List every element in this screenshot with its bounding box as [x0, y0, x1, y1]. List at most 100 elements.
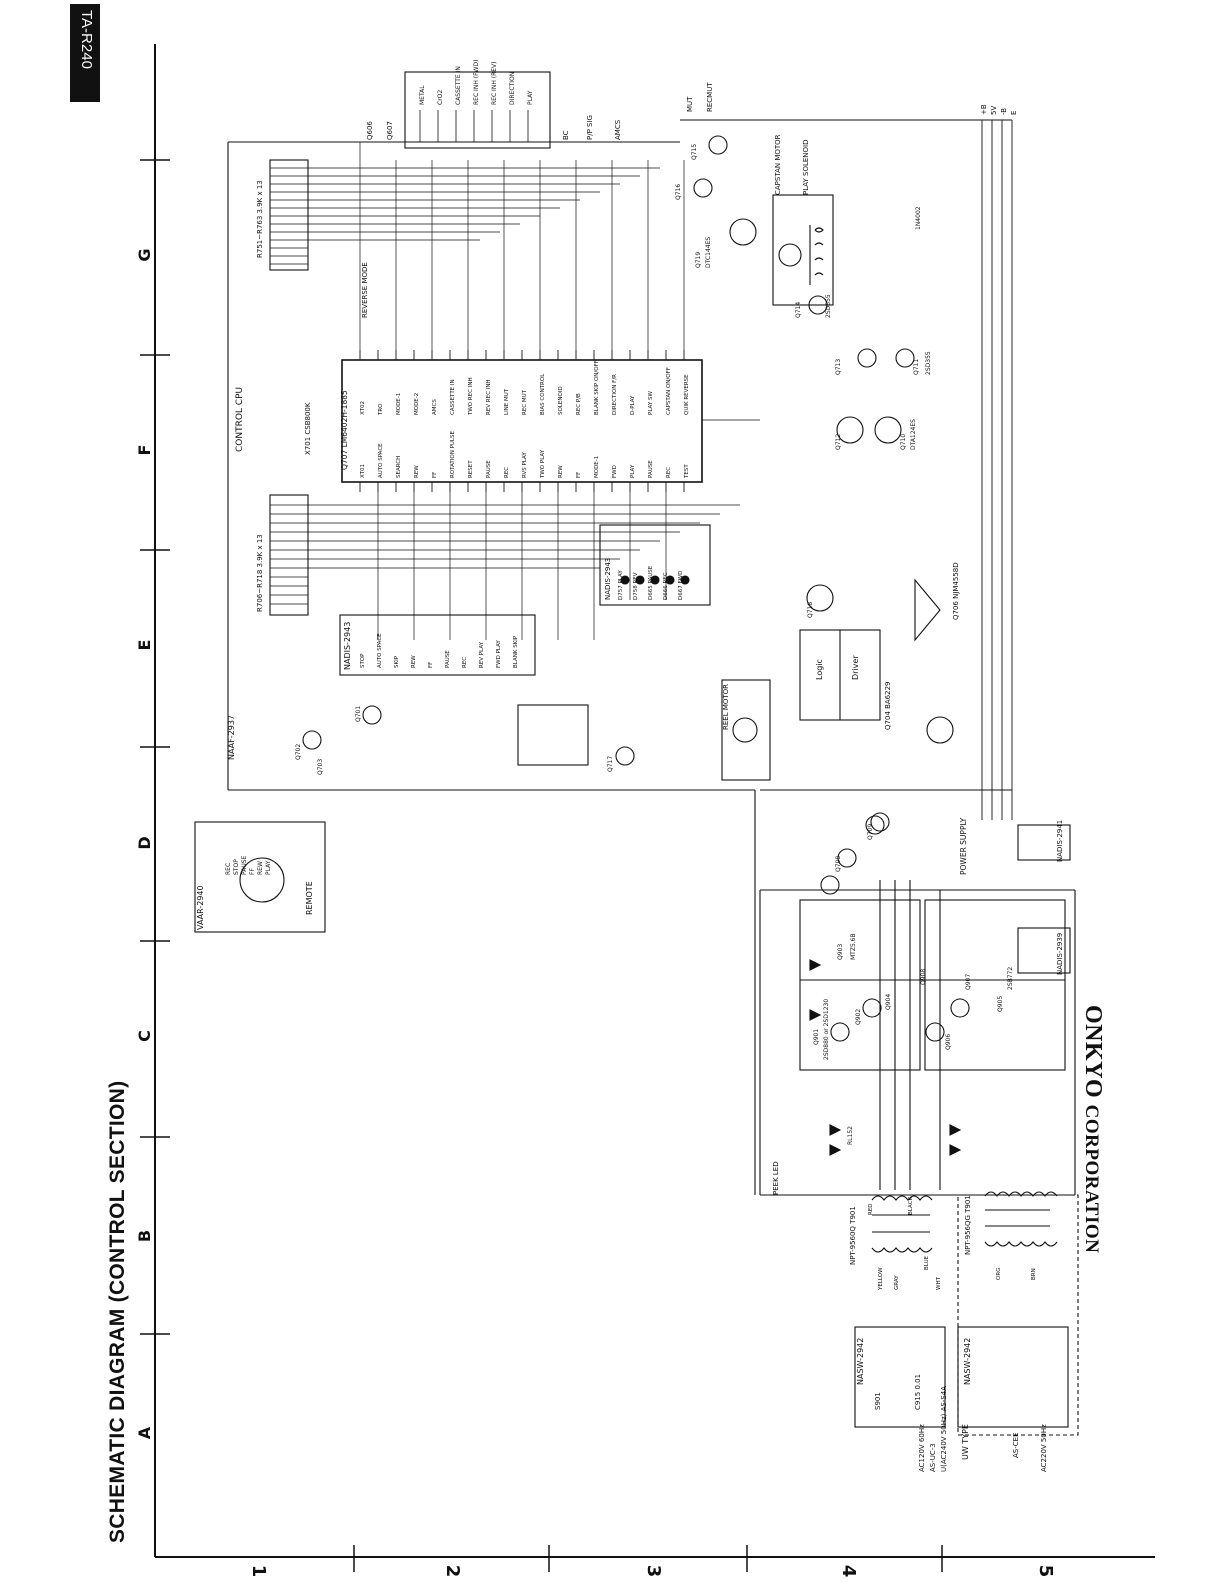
col-label-F: F	[135, 445, 154, 456]
cpu-pin-right: TWO REC INH	[468, 377, 474, 416]
display-key: BLANK SKIP	[513, 635, 519, 668]
transistor-ref: Q906	[945, 1034, 952, 1050]
transistor-ref: Q701	[355, 706, 362, 722]
col-label-A: A	[135, 1426, 154, 1439]
cpu-pin-left: REC	[666, 467, 672, 478]
transistor-ref: Q703	[317, 759, 324, 775]
power-switch-top-label: NASW-2942	[856, 1338, 865, 1385]
display-key: FWD PLAY	[496, 640, 502, 668]
transistor-ref: Q718	[807, 602, 814, 618]
cpu-pin-left: PLAY	[630, 464, 636, 478]
led-labels: D757 PLAY D758 REV D665 PAUSE D666 REC D…	[618, 565, 684, 600]
cpu-pin-right: CAPSTAN ON/OFF	[666, 367, 672, 415]
wire-color: WHT	[936, 1276, 942, 1290]
display-board-right	[599, 524, 711, 606]
uw-type-label: UW TYPE	[961, 1424, 970, 1460]
mech-switch-cro2: CrO2	[437, 90, 444, 105]
transistor-ref: Q713	[835, 359, 842, 375]
resistor-array-bottom	[269, 494, 309, 616]
cpu-pin-right: QUIK REVERSE	[684, 374, 690, 415]
led-label: D758 REV	[633, 572, 639, 600]
cpu-pin-left: ROTATION PULSE	[450, 431, 456, 478]
transformer-bottom-label: NPT-956QG T901	[964, 1195, 972, 1255]
cpu-pin-right: TRO	[378, 403, 384, 416]
display-key: STOP	[360, 653, 366, 668]
mech-switch-rec-rev: REC INH (REV)	[491, 62, 498, 105]
power-switch-board-top	[854, 1326, 946, 1428]
reverse-mode-label: REVERSE MODE	[361, 262, 369, 318]
brand-suffix: CORPORATION	[1081, 1104, 1102, 1254]
driver-label: Driver	[851, 655, 860, 680]
transistor-labels: Q701 Q702 Q703 Q708 Q709 Q710 Q711 Q712 …	[295, 144, 1004, 1050]
transistor-ref: Q903	[837, 944, 844, 960]
cpu-pin-left: PAUSE	[486, 460, 492, 478]
cpu-pin-right: REC MUT	[522, 389, 528, 415]
cpu-pin-left: REC	[504, 467, 510, 478]
cpu-pin-left: MODE-1	[594, 456, 600, 478]
power-supply-label: POWER SUPPLY	[959, 817, 968, 875]
rail-plus-b: +B	[980, 104, 988, 115]
switch-ref-label: S901	[874, 1392, 882, 1410]
display-key: AUTO SPACE	[377, 633, 383, 668]
reel-motor-block	[721, 679, 771, 781]
cpu-pin-right: BLANK SKIP ON/OFF	[594, 360, 600, 415]
cpu-section-label: CONTROL CPU	[235, 387, 245, 452]
power-switch-bottom-label: NASW-2942	[963, 1338, 972, 1385]
lamp-board	[1017, 824, 1071, 861]
control-section	[194, 71, 1013, 1195]
cpu-pin-right: SOLENOID	[558, 386, 564, 415]
display-right-label: NADIS-2943	[604, 558, 612, 600]
cap-ref-label: C915 0.01	[914, 1374, 922, 1410]
cpu-pin-right: BIAS CONTROL	[540, 373, 546, 415]
col-label-E: E	[135, 640, 154, 651]
model-tab: TA-R240	[70, 4, 100, 102]
signal-recmut: RECMUT	[706, 82, 714, 112]
part-type: DTA124ES	[910, 419, 917, 450]
model-number: TA-R240	[78, 10, 95, 69]
transistor-type-labels: 2SD880 or 2SD1230 2SB772 2SD655 2SD355 D…	[705, 206, 1014, 1145]
row-label-2: 2	[442, 1565, 463, 1578]
display-board-left	[339, 614, 536, 676]
mech-switch-direction: DIRECTION	[509, 72, 516, 105]
part-type: 2SD880 or 2SD1230	[823, 999, 830, 1060]
mech-switch-rec-fwd: REC INH (FWD)	[473, 60, 480, 105]
motor-driver-label: Q704 BA6229	[884, 681, 892, 730]
component-labels: CONTROL CPU Q707 LM6402H-1885 X701 CSB80…	[196, 134, 1064, 1472]
cpu-pin-left: TEST	[684, 464, 690, 479]
part-type: RL152	[847, 1126, 854, 1145]
reel-motor-label: REEL MOTOR	[722, 684, 730, 730]
rectifier-diodes	[809, 959, 962, 1156]
row-label-1: 1	[248, 1565, 269, 1578]
resistor-array-top-label: R751~R763 3.9K x 13	[256, 180, 264, 258]
mech-switch-cassette: CASSETTE IN	[455, 66, 462, 105]
control-board-label: NAAF-2937	[227, 715, 236, 760]
grid-ticks-columns	[140, 159, 170, 1335]
cpu-pin-right: AMCS	[432, 399, 438, 415]
display-key-labels: STOP AUTO SPACE SKIP REW FF PAUSE REC RE…	[360, 633, 519, 668]
cpu-pins-bottom	[359, 482, 685, 492]
cpu-pin-right: DIRECTION F/R	[612, 374, 618, 415]
row-label-5: 5	[1035, 1565, 1056, 1578]
cpu-pin-left: FWD	[612, 465, 618, 478]
cpu-pin-right: MODE-1	[396, 393, 402, 415]
ac-top-label: AC120V 60Hz	[918, 1424, 926, 1472]
col-label-G: G	[135, 248, 154, 261]
transformer-top-label: NPT-9560Q T901	[849, 1206, 857, 1265]
led-label: D665 PAUSE	[648, 565, 654, 600]
transistor-ref: Q714	[795, 302, 802, 318]
wire-color: BRN	[1031, 1268, 1037, 1280]
lamp-board-label: NADIS-2941	[1056, 820, 1064, 862]
transistor-ref: Q905	[997, 996, 1004, 1012]
resonator-label: X701 CSB800K	[304, 402, 312, 455]
brand-logo: ONKYO CORPORATION	[1079, 1005, 1106, 1253]
transistor-ref: Q708	[835, 856, 842, 872]
transistor-ref: Q908	[920, 969, 927, 985]
capstan-solenoid-block	[772, 194, 834, 306]
part-type: DTC144ES	[705, 237, 712, 268]
display-key: FF	[428, 662, 434, 668]
signal-q607: Q607	[386, 121, 394, 140]
remote-board-label: VAAR-2940	[196, 885, 205, 930]
cpu-pin-left: AUTO SPACE	[378, 443, 384, 478]
